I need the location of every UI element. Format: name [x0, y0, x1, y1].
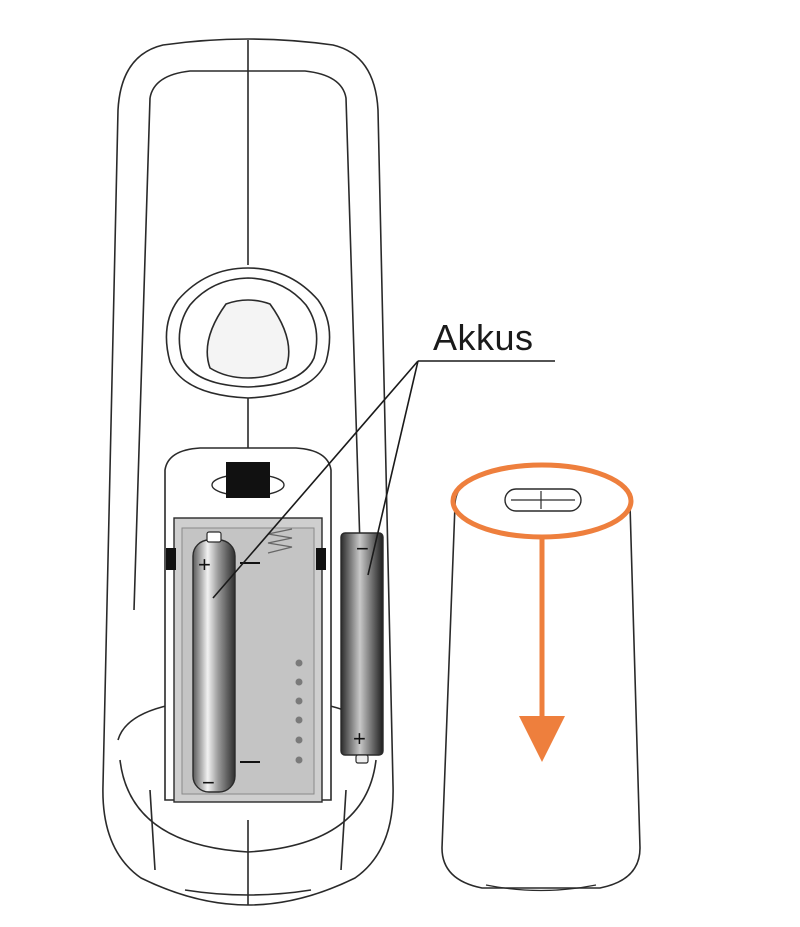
- battery-compartment: + −: [164, 447, 332, 803]
- battery-positive-sign: +: [198, 552, 211, 577]
- spring-icon: [267, 528, 293, 554]
- contact-dots: [295, 659, 303, 764]
- cover-slot-icon: [504, 488, 582, 512]
- battery-cover: [441, 462, 641, 892]
- callout-leader-lines: [212, 360, 555, 599]
- loose-battery-positive-sign: +: [353, 726, 366, 751]
- akkus-callout-label: Akkus: [433, 317, 534, 358]
- slide-down-arrow-icon: [519, 535, 565, 762]
- inserted-battery: + −: [192, 531, 236, 795]
- latch-icon: [211, 462, 285, 498]
- loose-battery: − +: [340, 532, 384, 764]
- rounded-triangle-button: [165, 267, 331, 399]
- battery-negative-sign: −: [202, 770, 215, 795]
- loose-battery-negative-sign: −: [356, 536, 369, 561]
